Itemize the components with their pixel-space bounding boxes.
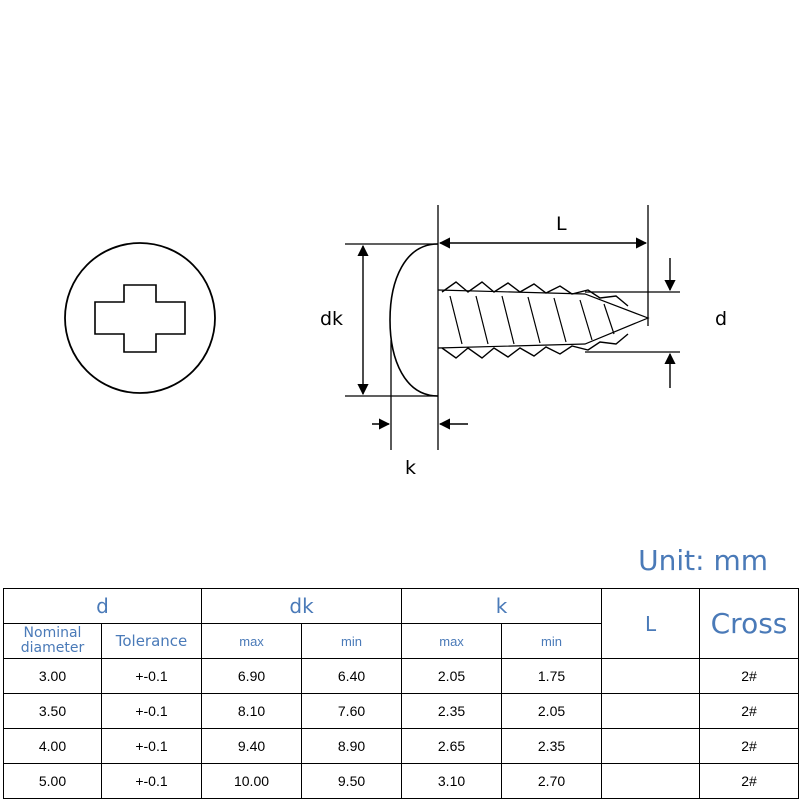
cell-dk-max: 9.40 bbox=[201, 728, 303, 764]
table-row: 3.50 +-0.1 8.10 7.60 2.35 2.05 2# bbox=[3, 693, 800, 729]
subheader-k-max: max bbox=[401, 623, 503, 659]
label-d: d bbox=[715, 308, 727, 330]
label-L: L bbox=[556, 213, 567, 235]
table-subheader-row: Nominal diameter Tolerance max min max m… bbox=[3, 623, 799, 659]
table-row: 4.00 +-0.1 9.40 8.90 2.65 2.35 2# bbox=[3, 728, 800, 764]
cell-k-max: 2.05 bbox=[401, 658, 503, 694]
screw-head bbox=[389, 243, 439, 397]
cell-k-max: 2.35 bbox=[401, 693, 503, 729]
cell-d: 5.00 bbox=[3, 763, 102, 799]
cell-tolerance: +-0.1 bbox=[100, 693, 203, 729]
cell-k-min: 1.75 bbox=[501, 658, 603, 694]
screw-thread bbox=[441, 281, 629, 307]
cell-d: 4.00 bbox=[3, 728, 102, 764]
screw-thread-bottom bbox=[441, 333, 629, 359]
cell-dk-min: 9.50 bbox=[301, 763, 403, 799]
label-dk: dk bbox=[320, 308, 343, 330]
cell-k-min: 2.05 bbox=[501, 693, 603, 729]
subheader-k-min: min bbox=[501, 623, 603, 659]
header-L: L bbox=[601, 588, 701, 659]
cell-k-min: 2.70 bbox=[501, 763, 603, 799]
cell-d: 3.50 bbox=[3, 693, 102, 729]
cell-tolerance: +-0.1 bbox=[100, 763, 203, 799]
cell-L bbox=[601, 728, 701, 764]
header-cross: Cross bbox=[699, 588, 800, 659]
table-row: 5.00 +-0.1 10.00 9.50 3.10 2.70 2# bbox=[3, 763, 800, 799]
table-row: 3.00 +-0.1 6.90 6.40 2.05 1.75 2# bbox=[3, 658, 800, 694]
cell-dk-max: 8.10 bbox=[201, 693, 303, 729]
screw-side-view bbox=[389, 243, 650, 397]
cell-k-max: 3.10 bbox=[401, 763, 503, 799]
subheader-nominal-diameter: Nominal diameter bbox=[3, 623, 102, 659]
cell-dk-max: 6.90 bbox=[201, 658, 303, 694]
cell-cross: 2# bbox=[699, 728, 800, 764]
unit-label: Unit: mm bbox=[638, 544, 768, 577]
screw-shank bbox=[437, 289, 650, 349]
spec-table: d dk k L Cross Nominal diameter Toleranc… bbox=[2, 588, 800, 799]
cell-dk-min: 8.90 bbox=[301, 728, 403, 764]
cell-cross: 2# bbox=[699, 763, 800, 799]
cell-cross: 2# bbox=[699, 658, 800, 694]
dimension-lines bbox=[357, 237, 676, 430]
cell-dk-min: 6.40 bbox=[301, 658, 403, 694]
screw-diagram: L dk d k bbox=[64, 205, 727, 479]
cell-dk-max: 10.00 bbox=[201, 763, 303, 799]
cell-dk-min: 7.60 bbox=[301, 693, 403, 729]
table-header-row: d dk k L Cross bbox=[2, 588, 800, 659]
subheader-dk-min: min bbox=[301, 623, 403, 659]
cross-recess-icon bbox=[94, 284, 186, 353]
header-d: d bbox=[2, 588, 203, 624]
cell-tolerance: +-0.1 bbox=[100, 728, 203, 764]
subheader-tolerance: Tolerance bbox=[100, 623, 203, 659]
cell-cross: 2# bbox=[699, 693, 800, 729]
extension-lines bbox=[345, 205, 680, 450]
cell-k-max: 2.65 bbox=[401, 728, 503, 764]
label-k: k bbox=[405, 457, 416, 479]
header-k: k bbox=[401, 588, 603, 624]
cell-k-min: 2.35 bbox=[501, 728, 603, 764]
cell-L bbox=[601, 763, 701, 799]
head-top-view bbox=[64, 242, 216, 394]
cell-L bbox=[601, 658, 701, 694]
cell-tolerance: +-0.1 bbox=[100, 658, 203, 694]
cell-L bbox=[601, 693, 701, 729]
cell-d: 3.00 bbox=[3, 658, 102, 694]
subheader-dk-max: max bbox=[201, 623, 303, 659]
header-dk: dk bbox=[201, 588, 403, 624]
